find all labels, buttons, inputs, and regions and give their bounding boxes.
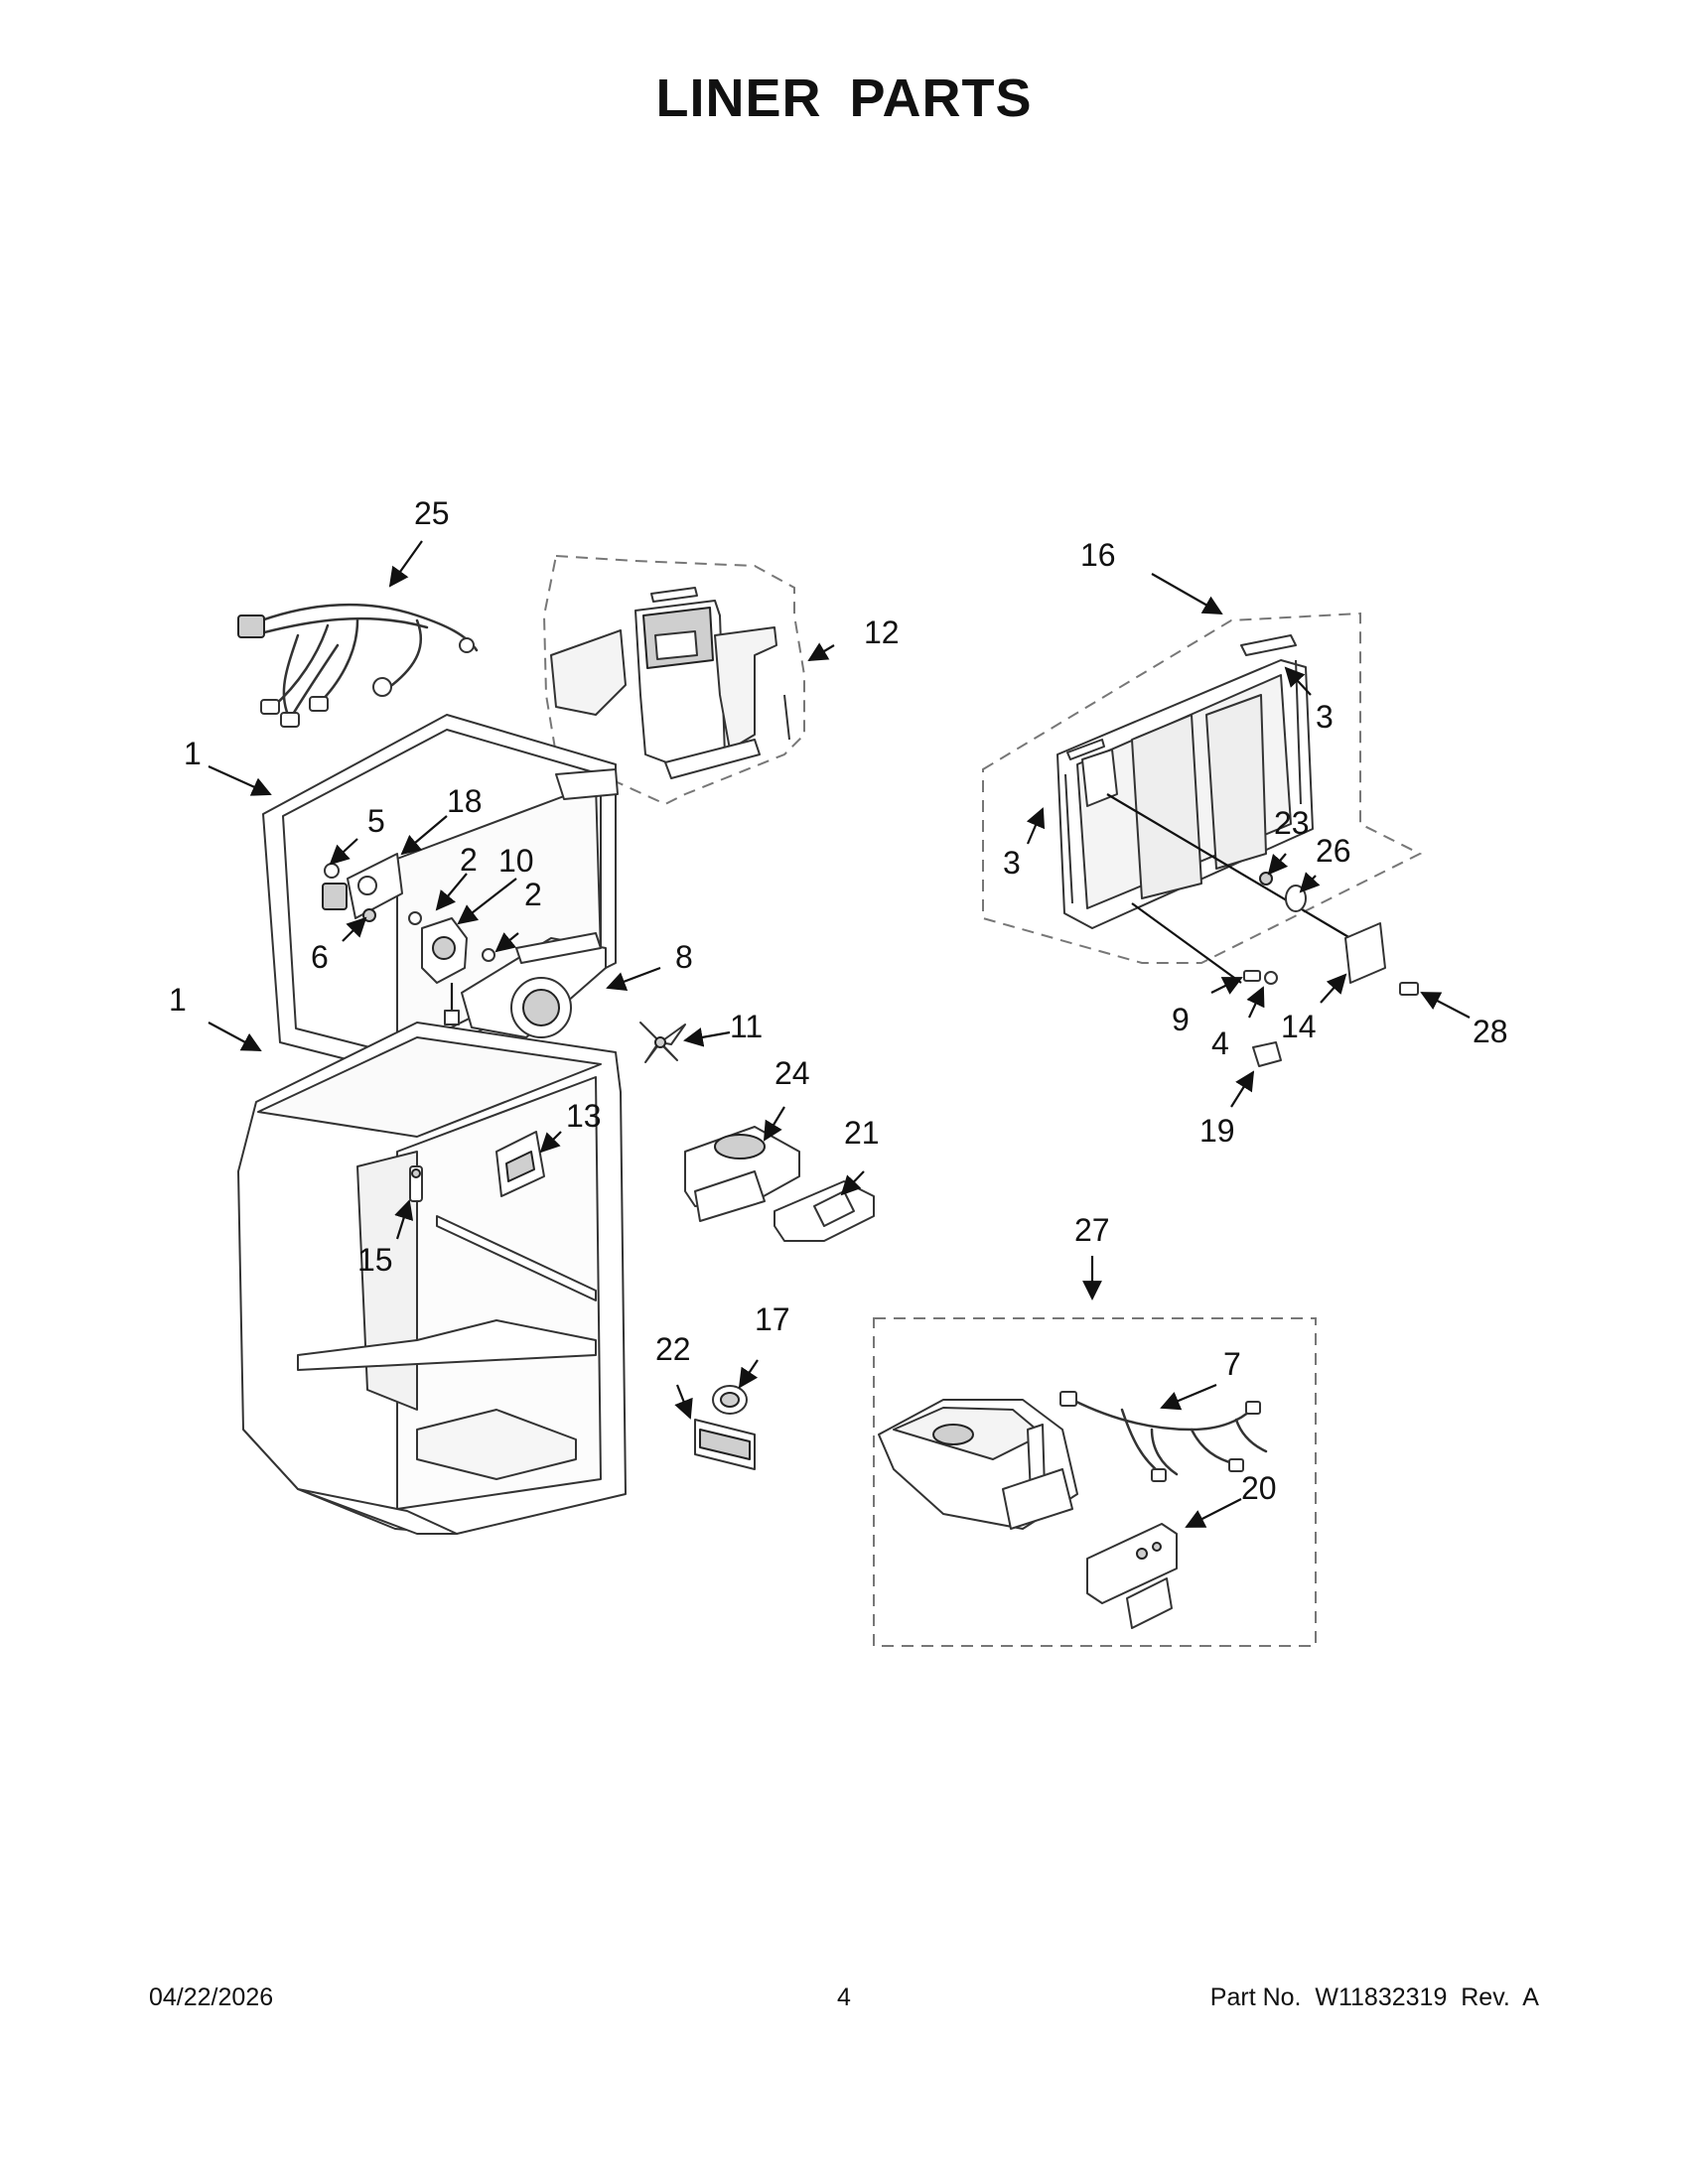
callout-24: 24 xyxy=(774,1055,810,1091)
callout-13: 13 xyxy=(566,1098,602,1134)
fan-housing-part-8 xyxy=(461,932,607,1038)
callout-12: 12 xyxy=(864,614,900,650)
callout-5: 5 xyxy=(367,803,385,839)
callout-26: 26 xyxy=(1316,833,1351,869)
screw-part-28 xyxy=(1399,982,1419,996)
callout-15: 15 xyxy=(357,1242,393,1278)
clip-part-19 xyxy=(1252,1041,1282,1067)
footer-part-number: Part No. W11832319 Rev. A xyxy=(1209,1983,1539,2011)
callout-22: 22 xyxy=(655,1331,691,1367)
leader-lines xyxy=(208,540,1471,1528)
callout-23: 23 xyxy=(1274,805,1310,841)
callout-28: 28 xyxy=(1473,1014,1508,1049)
callout-18: 18 xyxy=(447,783,483,819)
callout-1-upper: 1 xyxy=(184,736,202,771)
callout-2-right: 2 xyxy=(524,877,542,912)
ice-dispenser-assembly-part-27 xyxy=(873,1317,1317,1647)
page-title: LINER PARTS xyxy=(655,68,1033,128)
control-housing-assembly-part-12 xyxy=(542,554,805,806)
wire-harness-part-7 xyxy=(1059,1391,1268,1482)
cover-plate-part-14 xyxy=(1344,922,1386,984)
callout-4: 4 xyxy=(1211,1025,1229,1061)
thermistor-part-15 xyxy=(409,1165,423,1202)
damper-control-part-18 xyxy=(322,853,403,919)
callout-27: 27 xyxy=(1074,1212,1110,1248)
callout-labels: 25 1 5 18 2 10 2 6 8 1 11 12 13 15 24 21… xyxy=(169,495,1508,1506)
callout-7: 7 xyxy=(1223,1346,1241,1382)
screw-part-2b xyxy=(482,948,495,962)
screw-part-2a xyxy=(408,911,422,925)
wire-harness-part-25 xyxy=(237,603,479,728)
callout-19: 19 xyxy=(1199,1113,1235,1149)
air-duct-panel-part-16 xyxy=(982,612,1423,984)
callout-6: 6 xyxy=(311,939,329,975)
fan-blade-part-11 xyxy=(639,1022,686,1063)
light-cover-part-13 xyxy=(495,1131,545,1197)
crisper-control-part-24 xyxy=(684,1126,800,1222)
callout-17: 17 xyxy=(755,1301,790,1337)
screw-part-9 xyxy=(1243,970,1261,982)
callout-21: 21 xyxy=(844,1115,880,1151)
light-socket-part-17 xyxy=(712,1385,748,1415)
screw-part-5 xyxy=(324,863,340,879)
bracket-part-21 xyxy=(774,1180,875,1242)
callout-10: 10 xyxy=(498,843,534,879)
callout-16: 16 xyxy=(1080,537,1116,573)
callout-25: 25 xyxy=(414,495,450,531)
auger-motor-part-20 xyxy=(1086,1523,1178,1629)
callout-14: 14 xyxy=(1281,1009,1317,1044)
footer-date: 04/22/2026 xyxy=(149,1983,274,2011)
light-lens-part-22 xyxy=(694,1419,756,1470)
callout-3-right: 3 xyxy=(1316,699,1334,735)
callout-20: 20 xyxy=(1241,1470,1277,1506)
callout-8: 8 xyxy=(675,939,693,975)
screw-part-23 xyxy=(1259,872,1273,886)
callout-3-left: 3 xyxy=(1003,845,1021,881)
callout-11: 11 xyxy=(730,1009,763,1044)
callout-1-lower: 1 xyxy=(169,982,187,1018)
washer-part-4 xyxy=(1264,971,1278,985)
callout-9: 9 xyxy=(1172,1002,1190,1037)
evaporator-fan-motor-part-10 xyxy=(421,917,468,1025)
footer-page-number: 4 xyxy=(837,1983,851,2011)
callout-2-left: 2 xyxy=(460,842,478,878)
